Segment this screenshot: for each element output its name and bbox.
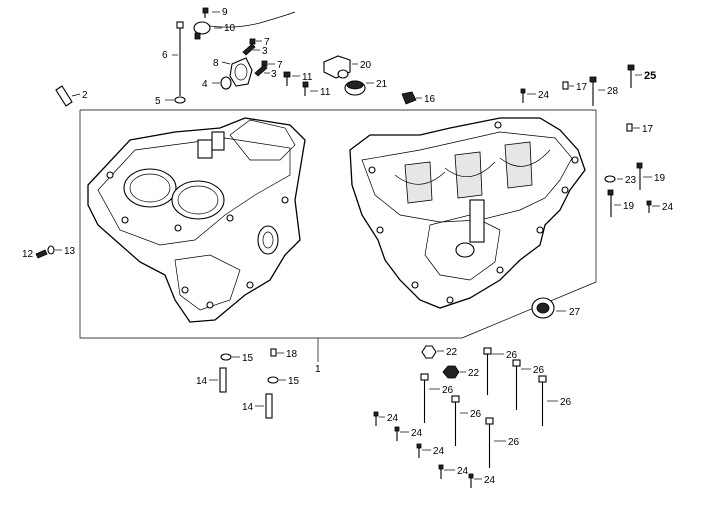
callout-15a: 15	[242, 353, 254, 364]
part-11-bolt-b	[302, 81, 318, 96]
part-26-bolt-b	[512, 359, 531, 410]
part-24-bolt-right	[646, 200, 660, 213]
callout-20: 20	[360, 60, 372, 71]
callout-26d: 26	[560, 397, 572, 408]
left-crankcase-half	[87, 117, 306, 323]
callout-11a: 11	[302, 72, 313, 83]
callout-7b: 7	[277, 60, 283, 71]
right-crankcase-half	[349, 117, 586, 309]
part-20-sensor	[323, 55, 358, 79]
part-21-cap	[344, 80, 374, 96]
part-22-nut-b	[442, 365, 466, 379]
callout-9: 9	[222, 7, 228, 18]
callout-26f: 26	[508, 437, 520, 448]
part-26-bolt-a	[483, 347, 504, 395]
part-24-bolt-b4	[438, 464, 455, 479]
callout-2: 2	[82, 90, 88, 101]
callout-26c: 26	[442, 385, 454, 396]
callout-22a: 22	[446, 347, 458, 358]
callout-3b: 3	[271, 69, 277, 80]
part-8-housing	[221, 57, 253, 87]
callout-24e: 24	[433, 446, 445, 457]
callout-15b: 15	[288, 376, 300, 387]
callout-6: 6	[162, 50, 168, 61]
part-2-dowel	[55, 85, 81, 107]
part-10-sensor	[193, 11, 296, 40]
part-28-bolt	[589, 76, 605, 106]
part-7-bolt-a	[249, 38, 262, 45]
callout-24f: 24	[457, 466, 469, 477]
callout-12: 12	[22, 249, 34, 260]
callout-24d: 24	[411, 428, 423, 439]
part-19-bolt-b	[607, 189, 621, 217]
callout-26e: 26	[470, 409, 482, 420]
part-15-washer-b	[267, 376, 286, 384]
callout-28: 28	[607, 86, 619, 97]
part-24-bolt-b2	[394, 426, 409, 441]
part-3-washer-b	[254, 64, 270, 77]
part-26-bolt-e	[451, 395, 468, 446]
part-16-plug	[401, 91, 422, 105]
part-3-washer-a	[242, 43, 260, 56]
callout-7a: 7	[264, 37, 270, 48]
callout-26b: 26	[533, 365, 545, 376]
part-11-bolt-a	[283, 71, 300, 86]
callout-4: 4	[202, 79, 208, 90]
callout-8: 8	[213, 58, 219, 69]
part-15-washer-a	[220, 353, 240, 361]
callout-1: 1	[315, 364, 321, 375]
part-4-oring	[212, 76, 232, 90]
part-17-dowel-b	[626, 123, 640, 132]
part-24-bolt-top	[520, 88, 536, 103]
part-25-bolt	[627, 64, 642, 88]
part-24-bolt-b1	[373, 411, 385, 426]
part-23-washer	[604, 175, 623, 183]
callout-24b: 24	[662, 202, 674, 213]
part-27-seal	[531, 297, 566, 319]
callout-14a: 14	[196, 376, 208, 387]
part-9-bolt	[202, 7, 220, 18]
callout-17b: 17	[642, 124, 654, 135]
part-26-bolt-f	[485, 417, 506, 468]
callout-22b: 22	[468, 368, 480, 379]
callout-21: 21	[376, 79, 388, 90]
callout-16: 16	[424, 94, 436, 105]
assembly-frame	[79, 109, 597, 339]
callout-19a: 19	[654, 173, 666, 184]
callout-25: 25	[644, 70, 656, 82]
part-22-nut-a	[421, 345, 444, 359]
part-17-dowel-a	[562, 81, 574, 90]
part-18-dowel	[270, 348, 284, 357]
part-5-washer	[165, 96, 186, 104]
callout-10: 10	[224, 23, 236, 34]
callout-19b: 19	[623, 201, 635, 212]
part-13-washer	[47, 245, 62, 255]
part-14-stud-b	[255, 393, 273, 419]
part-6-stud	[172, 21, 184, 96]
callout-24c: 24	[387, 413, 399, 424]
part-19-bolt-a	[636, 162, 652, 190]
part-24-bolt-b3	[416, 443, 431, 458]
callout-24g: 24	[484, 475, 496, 486]
part-26-bolt-c	[420, 373, 440, 423]
callout-18: 18	[286, 349, 298, 360]
callout-11b: 11	[320, 87, 331, 98]
part-14-stud-a	[209, 367, 227, 393]
part-12-bolt	[35, 249, 48, 259]
callout-23: 23	[625, 175, 637, 186]
callout-24a: 24	[538, 90, 550, 101]
callout-3a: 3	[262, 46, 268, 57]
callout-26a: 26	[506, 350, 518, 361]
callout-27: 27	[569, 307, 581, 318]
callout-14b: 14	[242, 402, 254, 413]
callout-13: 13	[64, 246, 76, 257]
part-26-bolt-d	[538, 375, 558, 426]
callout-17a: 17	[576, 82, 588, 93]
callout-5: 5	[155, 96, 161, 107]
part-24-bolt-b5	[468, 473, 482, 488]
